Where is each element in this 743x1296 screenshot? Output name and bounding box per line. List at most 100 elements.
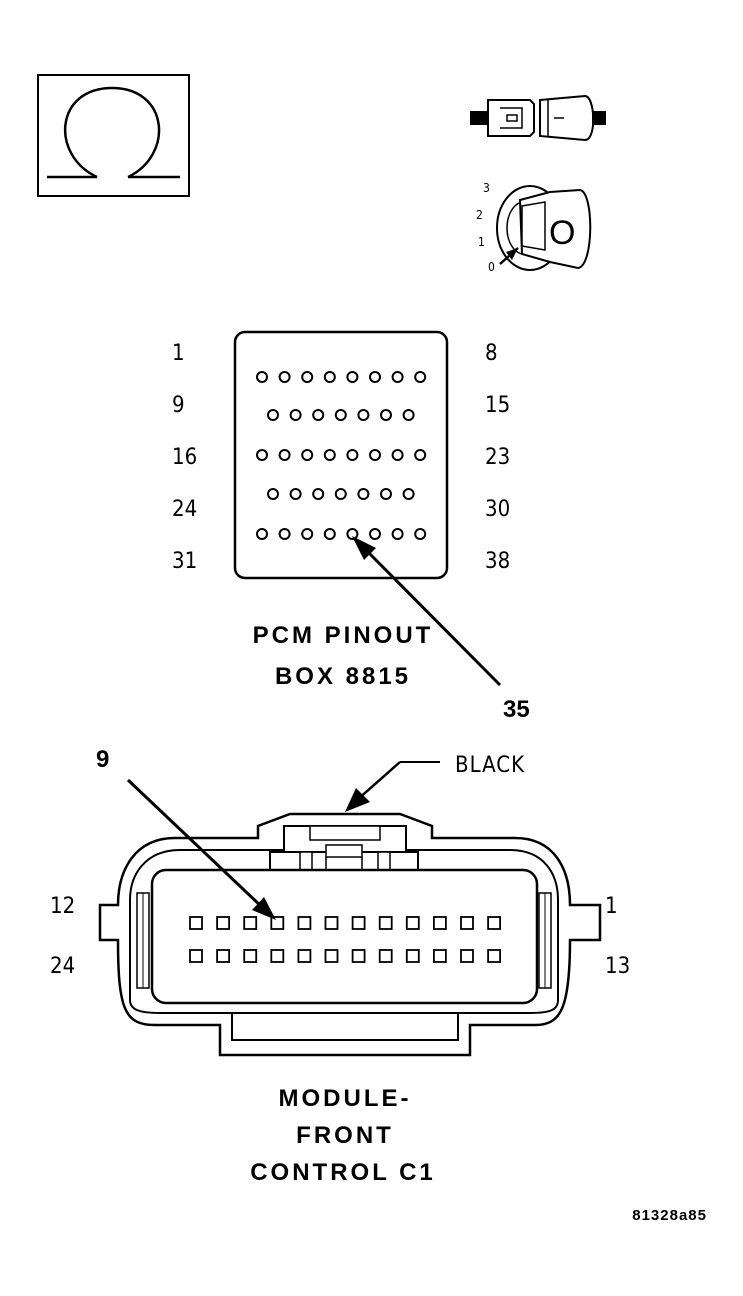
- module-row-label-left: 12: [50, 894, 75, 919]
- pcm-connector: [233, 330, 449, 580]
- pcm-callout-pin-label: 35: [503, 696, 530, 723]
- module-callout-pin-label: 9: [96, 746, 109, 773]
- pcm-pin-cavity: [357, 409, 370, 421]
- pcm-pin-cavity: [301, 449, 314, 461]
- module-title-line3: CONTROL C1: [250, 1159, 436, 1186]
- module-pin-cavity: [405, 949, 420, 963]
- pcm-pin-cavity: [323, 528, 336, 540]
- ohm-icon: [37, 74, 190, 197]
- module-pin-cavity: [297, 916, 312, 930]
- connector-disconnect-icon: [470, 94, 606, 142]
- module-pin-cavity: [487, 949, 502, 963]
- module-pin-cavity: [460, 949, 474, 963]
- ignition-pos-1: 1: [478, 235, 485, 249]
- module-pin-cavity: [432, 949, 447, 963]
- pcm-title-line2: BOX 8815: [275, 663, 411, 690]
- pcm-pin-cavity: [402, 488, 415, 500]
- ignition-key-icon: 3 2 1 0 O: [476, 181, 592, 274]
- module-pin-cavity: [216, 916, 231, 930]
- pcm-row-label: 15: [485, 393, 510, 418]
- module-pin-cavity: [351, 916, 366, 930]
- pcm-pin-cavity: [256, 449, 268, 461]
- pcm-pin-cavity: [323, 371, 336, 383]
- pcm-pin-cavity: [346, 449, 359, 461]
- module-pin-cavity: [351, 949, 366, 963]
- pcm-pin-cavity: [301, 528, 314, 540]
- module-pin-cavity: [189, 916, 203, 930]
- module-pin-cavity: [243, 916, 258, 930]
- pcm-pin-cavity: [312, 488, 325, 500]
- pcm-pin-cavity: [369, 449, 381, 461]
- ignition-pos-0: 0: [488, 260, 495, 274]
- pcm-pin-cavity: [267, 409, 279, 421]
- pcm-row-label: 38: [485, 549, 510, 574]
- pcm-pin-cavity: [334, 488, 347, 500]
- pcm-pin-cavity: [391, 449, 404, 461]
- pcm-row-label: 16: [172, 445, 197, 470]
- pcm-pin-cavity: [380, 409, 392, 421]
- pcm-pin-cavity: [267, 488, 279, 500]
- pcm-pin-cavity: [346, 528, 359, 540]
- module-pin-cavity: [189, 949, 203, 963]
- ignition-pos-3: 3: [483, 181, 490, 195]
- module-pin-cavity: [405, 916, 420, 930]
- pcm-title-line1: PCM PINOUT: [253, 622, 434, 649]
- pcm-pin-cavity: [346, 371, 359, 383]
- module-pin-cavity: [324, 916, 339, 930]
- module-pin-cavity: [216, 949, 231, 963]
- pcm-pin-cavity: [357, 488, 370, 500]
- pcm-pin-cavity: [402, 409, 415, 421]
- pcm-row-label: 31: [172, 549, 197, 574]
- module-pin-cavity: [324, 949, 339, 963]
- pcm-pin-35-callout-arrow: [352, 536, 502, 687]
- pcm-row-labels-right: 8 15 23 30 38: [485, 341, 510, 574]
- figure-id: 81328a85: [632, 1207, 707, 1224]
- pcm-pin-cavity: [278, 371, 291, 383]
- pcm-pin-grid: [256, 371, 427, 540]
- module-pin-cavity: [270, 916, 285, 930]
- module-row-label-right: 1: [605, 894, 618, 919]
- module-pin-cavity: [270, 949, 285, 963]
- pcm-pin-cavity: [414, 528, 427, 540]
- pcm-pin-cavity: [289, 488, 302, 500]
- pcm-row-label: 1: [172, 341, 185, 366]
- pcm-pin-cavity: [414, 449, 427, 461]
- module-connector: [98, 812, 602, 1057]
- pcm-pin-cavity: [334, 409, 347, 421]
- pcm-row-label: 9: [172, 393, 185, 418]
- pcm-pin-cavity: [391, 528, 404, 540]
- module-pin-9-callout-arrow: [126, 778, 276, 920]
- pcm-pin-cavity: [278, 449, 291, 461]
- module-pin-cavity: [378, 916, 393, 930]
- pcm-pin-cavity: [414, 371, 427, 383]
- pcm-pin-cavity: [312, 409, 325, 421]
- module-title-line1: MODULE-: [279, 1085, 412, 1112]
- module-color-label: BLACK: [455, 753, 525, 778]
- pcm-pin-cavity: [391, 371, 404, 383]
- pcm-pin-cavity: [369, 528, 381, 540]
- pcm-row-label: 23: [485, 445, 510, 470]
- pcm-pin-cavity: [278, 528, 291, 540]
- ignition-pos-2: 2: [476, 208, 483, 222]
- pcm-pin-cavity: [380, 488, 392, 500]
- pcm-pin-cavity: [301, 371, 314, 383]
- pcm-pin-cavity: [256, 371, 268, 383]
- pcm-row-label: 24: [172, 497, 197, 522]
- key-label: O: [549, 214, 575, 252]
- pcm-pin-cavity: [256, 528, 268, 540]
- module-pin-cavity: [243, 949, 258, 963]
- pcm-pin-cavity: [323, 449, 336, 461]
- module-pin-cavity: [432, 916, 447, 930]
- module-row-label-right: 13: [605, 954, 630, 979]
- pcm-pin-cavity: [289, 409, 302, 421]
- module-pin-cavity: [460, 916, 474, 930]
- pcm-row-label: 30: [485, 497, 510, 522]
- module-pin-cavity: [378, 949, 393, 963]
- module-color-callout-arrow: [345, 761, 440, 812]
- pcm-pin-cavity: [369, 371, 381, 383]
- pcm-row-label: 8: [485, 341, 498, 366]
- module-pin-cavity: [487, 916, 502, 930]
- module-pin-cavity: [297, 949, 312, 963]
